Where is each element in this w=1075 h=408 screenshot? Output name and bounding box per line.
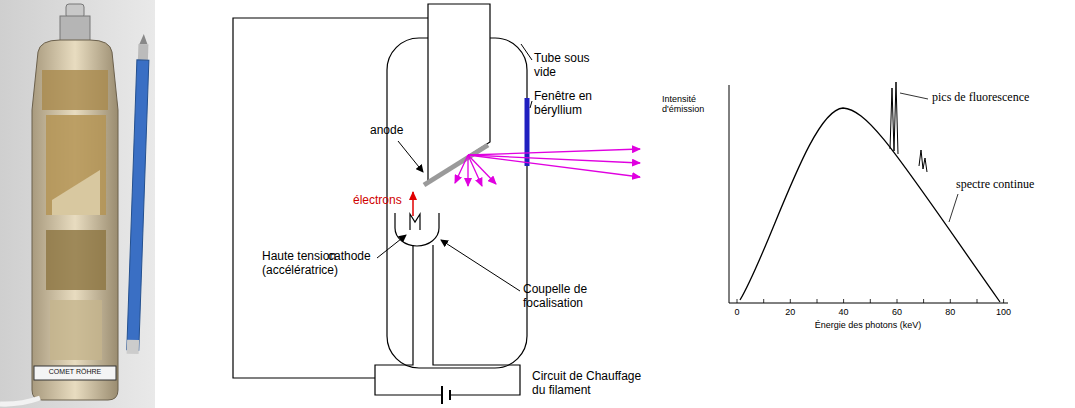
particle-label: électrons <box>353 194 402 208</box>
axis-title: Intensité d'émission <box>662 94 724 115</box>
tube-schematic <box>233 4 640 404</box>
photo-label: COMET RÖHRE <box>35 368 115 376</box>
tube-photo <box>0 0 155 408</box>
part-label: anode <box>370 124 403 138</box>
part-label: Tube sous vide <box>534 52 604 80</box>
tick-label: 40 <box>829 307 859 317</box>
tick-label: 20 <box>775 307 805 317</box>
annotation: pics de fluorescence <box>932 91 1029 105</box>
circuit-label: Haute tension (accélératrice) <box>262 250 360 278</box>
annotation: spectre continue <box>956 178 1034 192</box>
axis-title: Énergie des photons (keV) <box>768 320 968 330</box>
part-label: Coupelle de focalisation <box>523 283 605 311</box>
part-label: Fenêtre en béryllium <box>534 90 612 118</box>
tick-label: 100 <box>989 307 1019 317</box>
tick-label: 0 <box>722 307 752 317</box>
circuit-label: Circuit de Chauffage du filament <box>532 370 657 398</box>
spectrum-chart <box>729 82 1008 303</box>
tick-label: 60 <box>882 307 912 317</box>
tick-label: 80 <box>935 307 965 317</box>
